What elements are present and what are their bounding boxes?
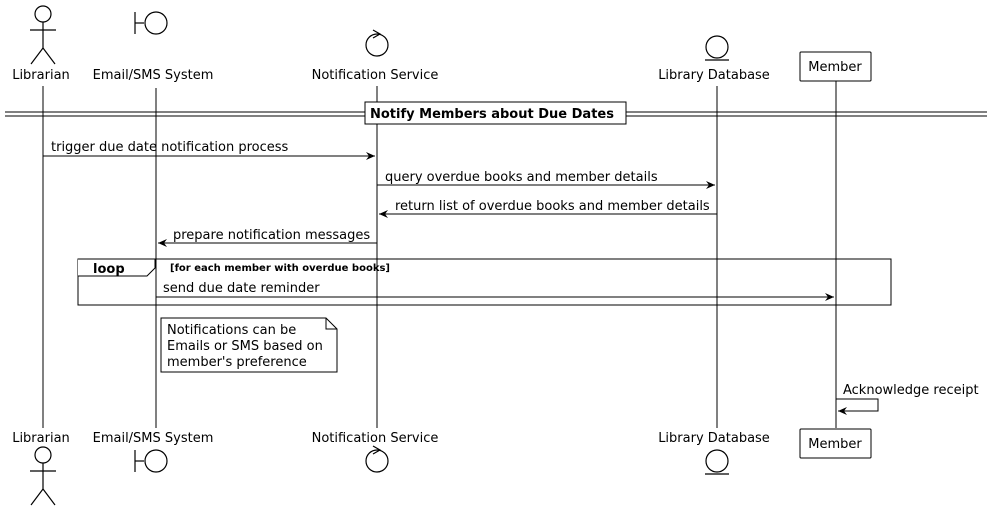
message-3: return list of overdue books and member … [395, 199, 710, 214]
note: Notifications can be Emails or SMS based… [160, 317, 338, 373]
note-line-3: member's preference [167, 355, 307, 370]
control-icon [365, 445, 389, 473]
participant-member-box-bottom [799, 428, 872, 459]
participants-bottom: Librarian Email/SMS System Notification … [12, 428, 872, 506]
divider-title: Notify Members about Due Dates [370, 107, 614, 122]
participant-member-top: Member [808, 60, 862, 75]
participant-librarian-top: Librarian [12, 68, 70, 83]
participant-librarian-bottom: Librarian [12, 431, 70, 446]
participant-database-bottom: Library Database [658, 431, 770, 446]
message-4: prepare notification messages [173, 228, 370, 243]
loop-fragment: loop [for each member with overdue books… [77, 258, 892, 306]
note-line-1: Notifications can be [167, 323, 296, 338]
messages [43, 152, 879, 415]
message-arrow-6 [836, 398, 879, 415]
participant-member-box-top [799, 51, 872, 82]
actor-icon [30, 5, 56, 65]
participant-member-bottom: Member [808, 437, 862, 452]
participant-notification-top: Notification Service [312, 68, 439, 83]
participant-notification-bottom: Notification Service [312, 431, 439, 446]
loop-condition: [for each member with overdue books] [170, 263, 390, 274]
participants-top: Librarian Email/SMS System Notification … [12, 5, 872, 83]
entity-icon [705, 35, 729, 61]
message-5: send due date reminder [163, 281, 320, 296]
actor-icon [30, 446, 56, 506]
loop-keyword: loop [93, 262, 125, 277]
note-line-2: Emails or SMS based on [167, 339, 323, 354]
participant-email-sms-top: Email/SMS System [93, 68, 214, 83]
boundary-icon [134, 11, 168, 35]
divider: Notify Members about Due Dates [5, 101, 987, 125]
lifelines [42, 81, 837, 428]
message-1: trigger due date notification process [51, 140, 289, 155]
message-6: Acknowledge receipt [843, 383, 979, 398]
message-labels: trigger due date notification process qu… [51, 140, 979, 398]
entity-icon [705, 449, 729, 475]
message-2: query overdue books and member details [385, 170, 658, 185]
participant-database-top: Library Database [658, 68, 770, 83]
participant-email-sms-bottom: Email/SMS System [93, 431, 214, 446]
control-icon [365, 29, 389, 57]
boundary-icon [134, 449, 168, 473]
